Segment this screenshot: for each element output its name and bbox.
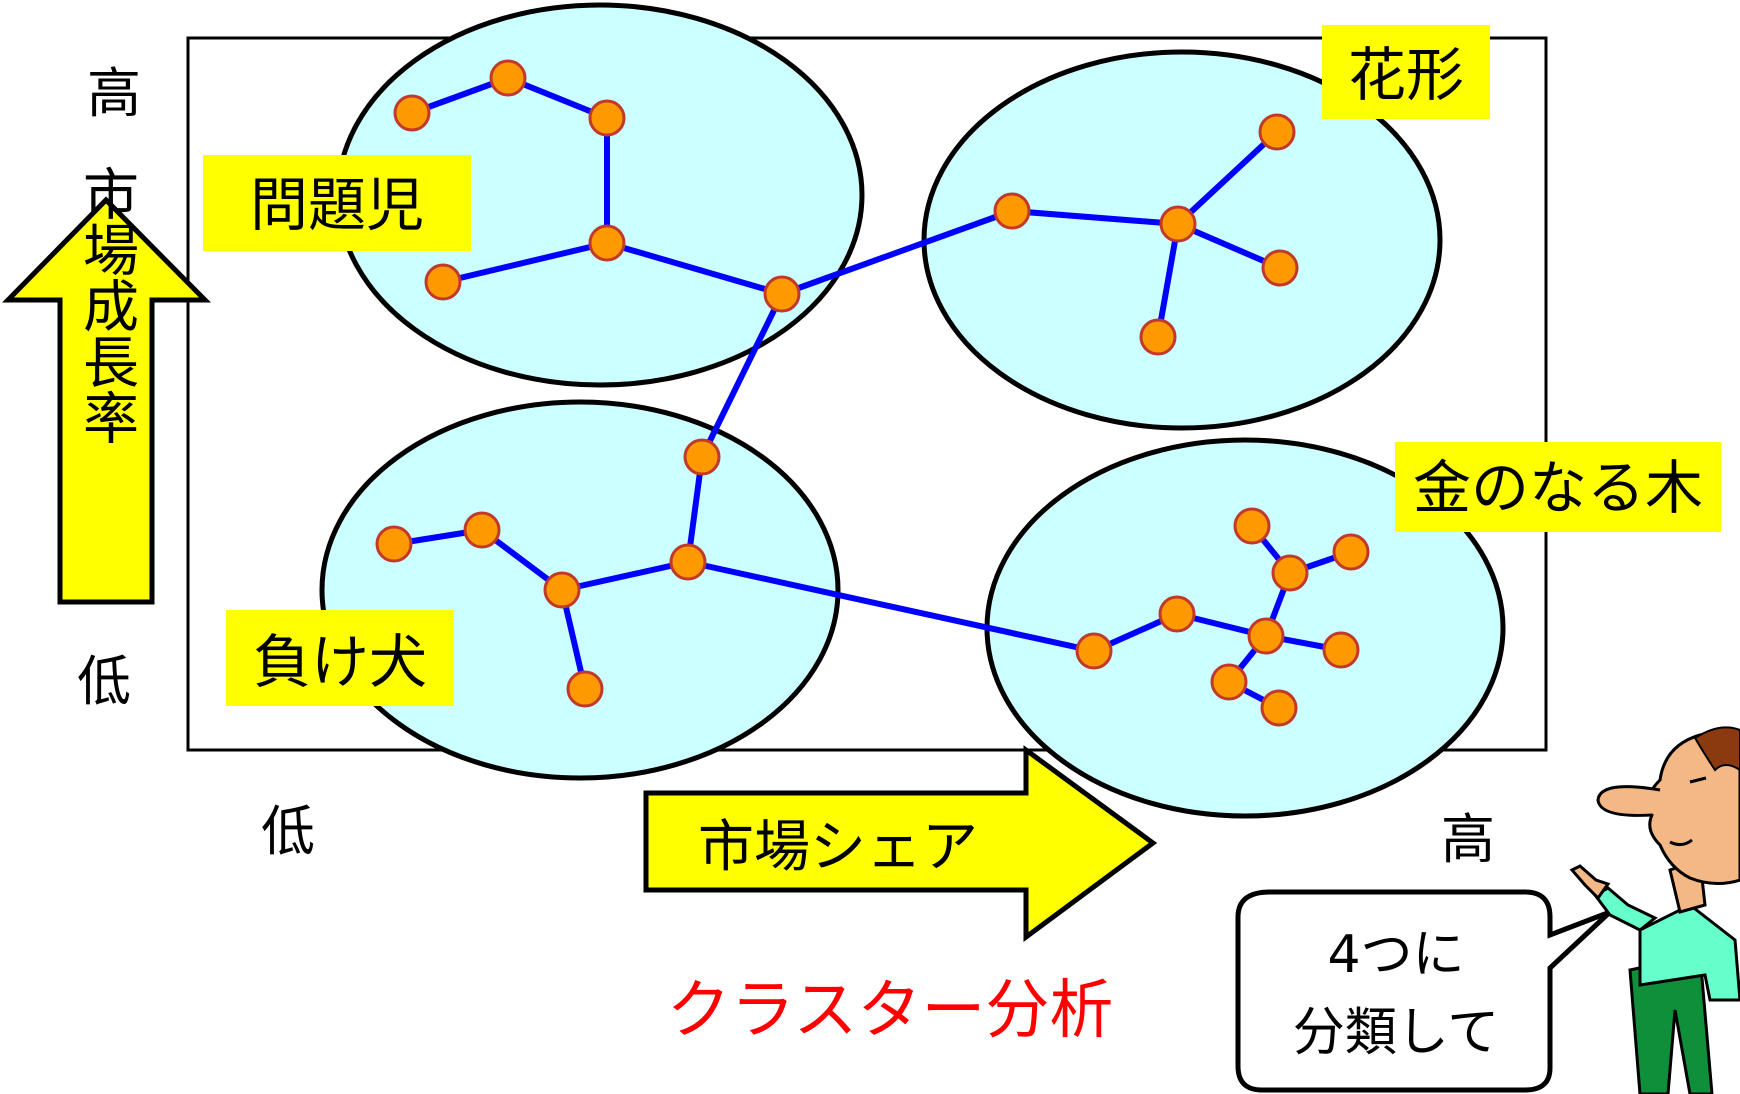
- label-star: 花形: [1322, 25, 1490, 119]
- label-dog-text: 負け犬: [253, 628, 427, 696]
- graph-node: [671, 545, 705, 579]
- y-axis-high: 高: [87, 62, 141, 125]
- graph-node: [1235, 509, 1269, 543]
- graph-node: [1141, 320, 1175, 354]
- graph-node: [685, 440, 719, 474]
- graph-node: [590, 101, 624, 135]
- cluster-ellipses: [322, 5, 1503, 816]
- graph-node: [568, 672, 602, 706]
- graph-node: [491, 61, 525, 95]
- graph-node: [545, 573, 579, 607]
- graph-node: [426, 265, 460, 299]
- pointing-man-illustration: [1572, 727, 1740, 1094]
- y-axis-low: 低: [77, 650, 131, 713]
- x-axis-arrow: 市場シェア: [646, 750, 1153, 937]
- graph-node: [1273, 556, 1307, 590]
- graph-node: [1161, 207, 1195, 241]
- graph-node: [1262, 691, 1296, 725]
- graph-node: [1334, 535, 1368, 569]
- label-cash-cow-text: 金のなる木: [1413, 454, 1703, 522]
- graph-node: [1249, 619, 1283, 653]
- graph-node: [377, 527, 411, 561]
- graph-node: [765, 277, 799, 311]
- speech-bubble: 4つに 分類して: [1238, 892, 1610, 1090]
- speech-bubble-line2: 分類して: [1293, 1003, 1499, 1063]
- graph-node: [1160, 597, 1194, 631]
- label-problem-child: 問題児: [203, 155, 471, 251]
- label-problem-child-text: 問題児: [250, 171, 424, 239]
- graph-node: [1212, 665, 1246, 699]
- caption: クラスター分析: [667, 974, 1114, 1048]
- graph-node: [590, 226, 624, 260]
- label-star-text: 花形: [1348, 41, 1464, 109]
- graph-node: [1260, 115, 1294, 149]
- graph-node: [995, 194, 1029, 228]
- graph-node: [395, 96, 429, 130]
- y-axis-arrow: 市場成長率: [8, 165, 205, 602]
- x-axis-high: 高: [1441, 808, 1495, 871]
- x-axis-title: 市場シェア: [698, 815, 978, 880]
- speech-bubble-line1: 4つに: [1327, 925, 1464, 985]
- label-dog: 負け犬: [226, 610, 454, 706]
- graph-node: [1324, 633, 1358, 667]
- graph-node: [465, 513, 499, 547]
- x-axis-low: 低: [261, 800, 315, 863]
- graph-node: [1263, 251, 1297, 285]
- graph-node: [1077, 634, 1111, 668]
- label-cash-cow: 金のなる木: [1395, 442, 1721, 532]
- y-axis-title: 市場成長率: [74, 165, 139, 445]
